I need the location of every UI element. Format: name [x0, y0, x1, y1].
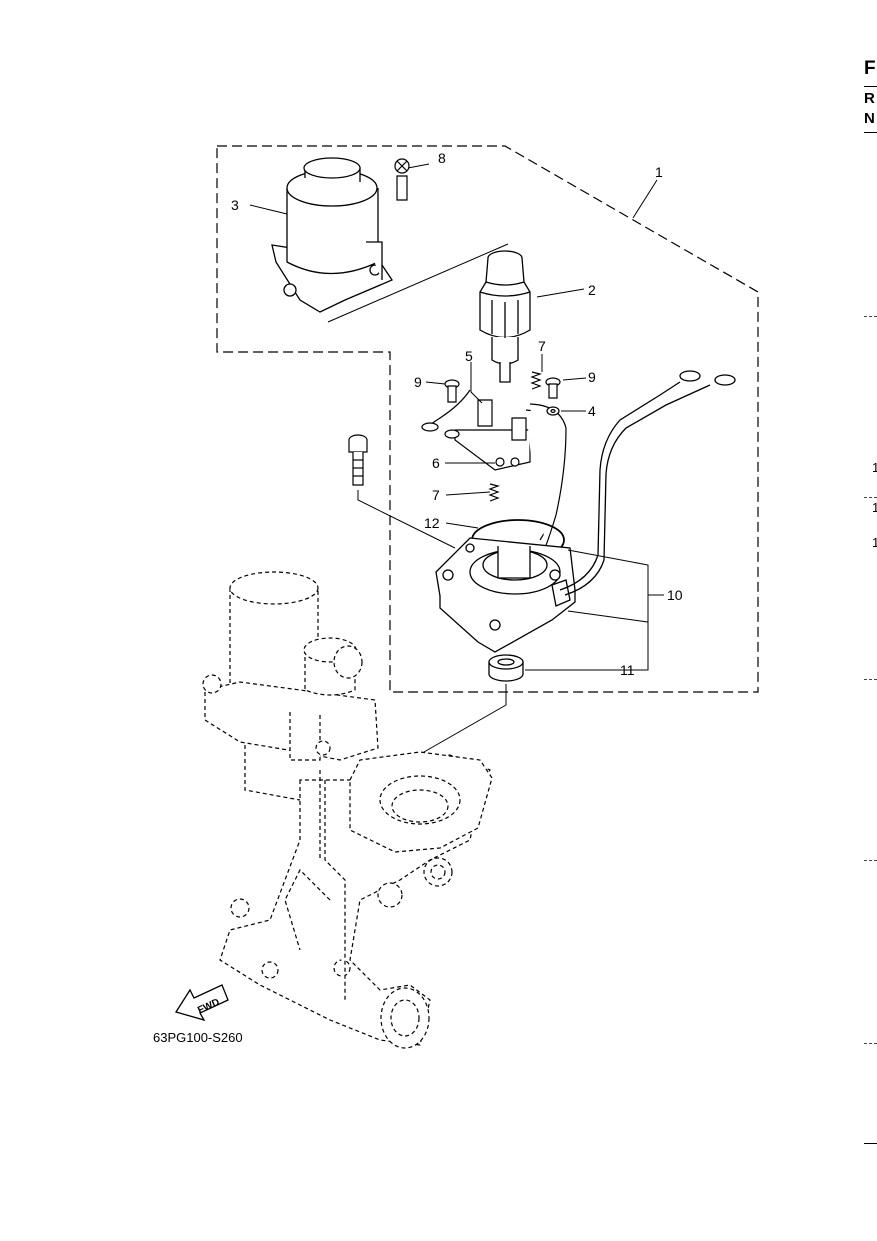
screw-part-8[interactable] — [394, 158, 410, 201]
assembly-boundary — [216, 145, 759, 693]
motor-housing-part[interactable] — [271, 157, 393, 313]
callout-2: 2 — [588, 282, 596, 298]
trim-tilt-unit-phantom — [202, 571, 493, 1049]
edge-rule-header — [864, 132, 877, 133]
screw-part-9-left[interactable] — [444, 379, 460, 403]
callout-9-left: 9 — [414, 374, 422, 390]
bolt-part[interactable] — [348, 434, 368, 486]
edge-tick — [864, 1043, 877, 1044]
fwd-arrow-icon: FWD — [174, 984, 229, 1022]
spring-part-7-upper[interactable] — [530, 371, 543, 390]
callout-12: 12 — [424, 515, 440, 531]
edge-letter-f: F — [864, 58, 876, 79]
edge-num-a: 1 — [872, 460, 877, 475]
washer-part-4[interactable] — [546, 406, 560, 416]
callout-5: 5 — [465, 348, 473, 364]
edge-tick — [864, 679, 877, 680]
callout-3: 3 — [231, 197, 239, 213]
callout-10: 10 — [667, 587, 683, 603]
callout-7-upper: 7 — [538, 338, 546, 354]
assembly-axis-line — [327, 243, 509, 323]
edge-tick — [864, 316, 877, 317]
edge-rule-bottom — [864, 1143, 877, 1144]
edge-tick — [864, 497, 877, 498]
callout-4: 4 — [588, 403, 596, 419]
brush-assembly-right[interactable] — [511, 403, 567, 549]
edge-tick — [864, 860, 877, 861]
callout-7-lower: 7 — [432, 487, 440, 503]
callout-11: 11 — [620, 662, 635, 678]
edge-num-c: 1 — [872, 535, 877, 550]
callout-6: 6 — [432, 455, 440, 471]
callout-9-right: 9 — [588, 369, 596, 385]
edge-letter-n: N — [864, 110, 875, 127]
screw-part-9-right[interactable] — [545, 377, 561, 399]
edge-rule-top — [864, 86, 877, 87]
bolt-leader — [357, 490, 456, 549]
edge-num-b: 1 — [872, 500, 877, 515]
armature-part[interactable] — [479, 250, 531, 383]
lead-wires — [551, 370, 736, 607]
brush-plate-part-6[interactable] — [444, 429, 531, 471]
spring-part-7-lower[interactable] — [488, 483, 501, 502]
stator-base-part-10[interactable] — [435, 537, 576, 653]
callout-leaders — [249, 163, 664, 671]
grommet-part-11[interactable] — [488, 654, 524, 682]
brush-holder-part-5[interactable] — [421, 389, 493, 432]
callout-1: 1 — [655, 164, 663, 180]
callout-8: 8 — [438, 150, 446, 166]
edge-letter-r: R — [864, 90, 875, 107]
figure-code: 63PG100-S260 — [153, 1030, 243, 1045]
